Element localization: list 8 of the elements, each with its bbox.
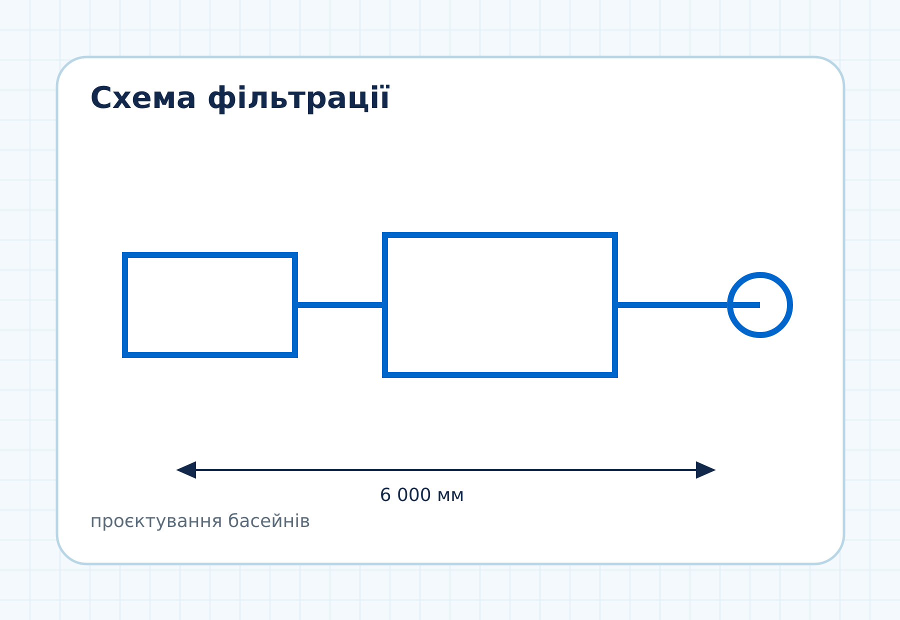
connector-line bbox=[298, 302, 382, 308]
connector-line bbox=[618, 302, 727, 308]
dimension-label: 6 000 мм bbox=[381, 488, 463, 502]
equipment-box bbox=[122, 252, 298, 358]
circle-symbol bbox=[727, 272, 793, 338]
equipment-box bbox=[382, 232, 618, 378]
title: Схема фільтрації bbox=[92, 84, 390, 114]
footer-text: проєктування басейнів bbox=[92, 513, 310, 531]
